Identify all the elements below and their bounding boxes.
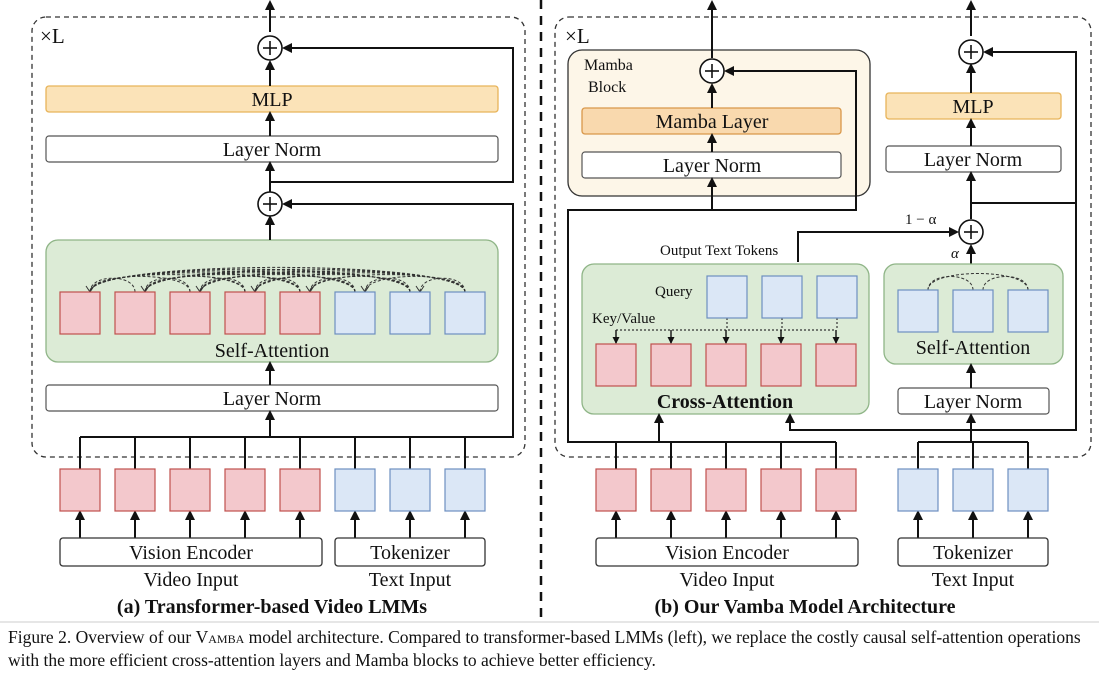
query-label: Query: [655, 284, 693, 300]
left-panel: ×L MLP Layer Norm Self-Attention: [31, 0, 526, 618]
left-mlp-label: MLP: [251, 89, 292, 111]
left-input-text-token: [389, 468, 431, 512]
one-minus-alpha-label: 1 − α: [905, 212, 936, 228]
right-panel: ×L Mamba Block Mamba Layer Layer Norm: [554, 0, 1092, 618]
left-vision-encoder-box: [59, 537, 323, 567]
right-repeat-label: ×L: [565, 24, 590, 48]
right-attention-text-token: [1007, 289, 1049, 333]
query-text-token: [816, 275, 858, 319]
left-mid-add-node: [257, 191, 283, 217]
left-text-input-label: Text Input: [369, 569, 452, 591]
caption-model-name: Vamba: [195, 627, 245, 647]
right-input-vision-token: [760, 468, 802, 512]
left-attention-text-token: [334, 291, 376, 335]
key-value-vision-token: [705, 343, 747, 387]
right-video-input-label: Video Input: [680, 569, 775, 591]
right-panel-subtitle: (b) Our Vamba Model Architecture: [654, 596, 955, 618]
left-attention-vision-token: [114, 291, 156, 335]
query-text-token: [706, 275, 748, 319]
right-input-text-token: [952, 468, 994, 512]
weighted-add-node: [958, 219, 984, 245]
left-self-attention-label: Self-Attention: [215, 340, 329, 362]
left-input-vision-token: [114, 468, 156, 512]
right-tokenizer-label: Tokenizer: [933, 542, 1013, 564]
right-vision-encoder-box: [595, 537, 859, 567]
key-value-vision-token: [760, 343, 802, 387]
alpha-label: α: [951, 246, 960, 262]
left-input-text-token: [334, 468, 376, 512]
left-input-vision-token: [279, 468, 321, 512]
mamba-add-node: [699, 58, 725, 84]
right-input-text-token: [1007, 468, 1049, 512]
left-input-vision-token: [224, 468, 266, 512]
caption-prefix: Figure 2. Overview of our: [8, 627, 196, 647]
right-vision-encoder-label: Vision Encoder: [665, 542, 789, 564]
left-layer-norm-bottom-label: Layer Norm: [223, 388, 322, 410]
right-layer-norm-label: Layer Norm: [924, 391, 1023, 413]
right-input-vision-token: [650, 468, 692, 512]
right-text-input-label: Text Input: [932, 569, 1015, 591]
right-input-vision-token: [705, 468, 747, 512]
left-attention-vision-token: [59, 291, 101, 335]
caption-body: model architecture. Compared to transfor…: [8, 627, 1081, 670]
mamba-block-label-line2: Block: [588, 79, 626, 96]
mamba-layer-label: Mamba Layer: [656, 111, 769, 133]
right-mlp-layer-norm-label: Layer Norm: [924, 149, 1023, 171]
query-text-token: [761, 275, 803, 319]
left-causal-attention-arcs: [85, 266, 466, 293]
right-mlp-label: MLP: [952, 96, 993, 118]
mamba-block-label-line1: Mamba: [584, 57, 633, 74]
left-attention-text-token: [389, 291, 431, 335]
mamba-layer-norm-label: Layer Norm: [663, 155, 762, 177]
output-text-tokens-label: Output Text Tokens: [660, 243, 778, 259]
right-attention-text-token: [897, 289, 939, 333]
cross-attention-links: [612, 318, 840, 344]
left-tokenizer-box: [334, 537, 486, 567]
left-input-text-token: [444, 468, 486, 512]
cross-attention-label: Cross-Attention: [657, 391, 793, 413]
left-repeat-label: ×L: [40, 24, 65, 48]
right-causal-attention-arcs: [927, 273, 1029, 291]
key-value-vision-token: [650, 343, 692, 387]
key-value-label: Key/Value: [592, 311, 656, 327]
right-repeat-block: [554, 16, 1092, 458]
right-tokenizer-box: [897, 537, 1049, 567]
key-value-vision-token: [815, 343, 857, 387]
left-layer-norm-top-label: Layer Norm: [223, 139, 322, 161]
left-attention-vision-token: [224, 291, 266, 335]
left-video-input-label: Video Input: [144, 569, 239, 591]
left-repeat-block: [31, 16, 526, 458]
left-input-vision-token: [59, 468, 101, 512]
left-attention-vision-token: [279, 291, 321, 335]
right-top-add-node: [958, 39, 984, 65]
left-attention-vision-token: [169, 291, 211, 335]
left-input-vision-token: [169, 468, 211, 512]
key-value-vision-token: [595, 343, 637, 387]
figure-caption: Figure 2. Overview of our Vamba model ar…: [8, 626, 1093, 672]
right-self-attention-label: Self-Attention: [916, 337, 1030, 359]
right-attention-text-token: [952, 289, 994, 333]
left-tokenizer-label: Tokenizer: [370, 542, 450, 564]
right-input-vision-token: [815, 468, 857, 512]
left-panel-subtitle: (a) Transformer-based Video LMMs: [117, 596, 427, 618]
right-input-vision-token: [595, 468, 637, 512]
right-input-text-token: [897, 468, 939, 512]
left-top-add-node: [257, 35, 283, 61]
left-attention-text-token: [444, 291, 486, 335]
left-vision-encoder-label: Vision Encoder: [129, 542, 253, 564]
